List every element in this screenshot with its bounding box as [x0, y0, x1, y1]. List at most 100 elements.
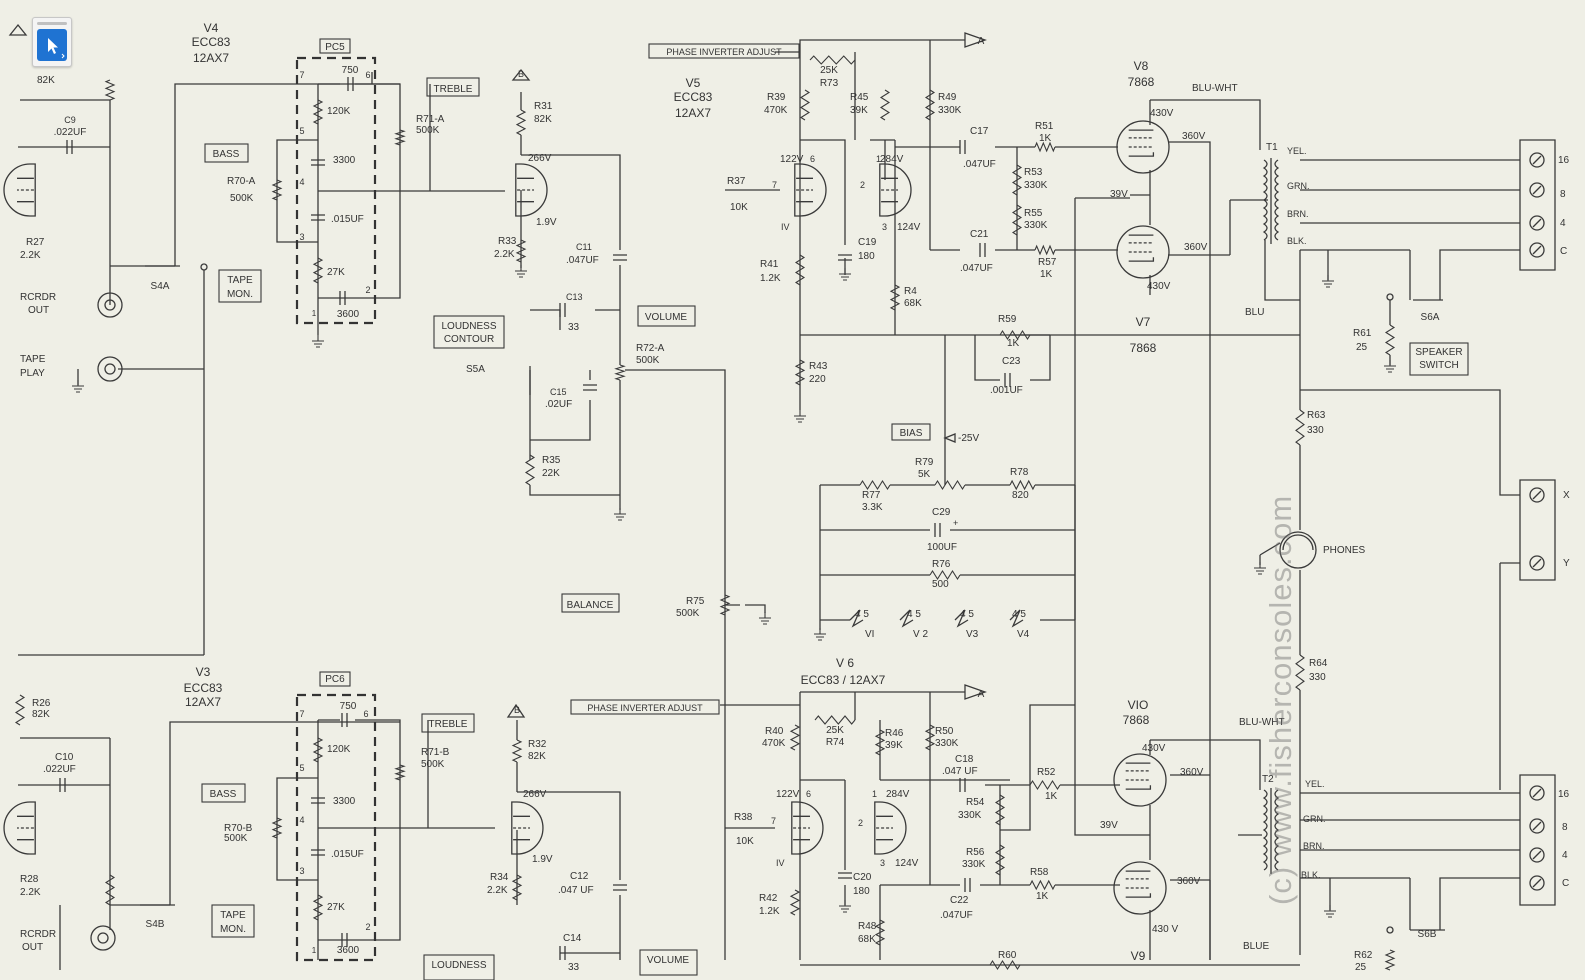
r78-resistor — [1009, 479, 1036, 491]
r27k-resistor — [312, 257, 324, 284]
label-bottom-r70_val: 500K — [224, 833, 248, 844]
label-top-v_430: 430V — [1147, 281, 1171, 292]
label-middle-r78_val: 820 — [1012, 490, 1029, 501]
label-bottom-bluwht: BLU-WHT — [1239, 717, 1285, 728]
r70b-resistor — [271, 817, 283, 839]
label-bottom-tapemon2: MON. — [220, 924, 246, 935]
label-bottom-v_266: 266V — [523, 789, 547, 800]
toolbar-grip[interactable] — [37, 22, 67, 25]
r71-resistor — [394, 129, 406, 146]
label-top-t1: T1 — [1266, 142, 1278, 153]
c17-capacitor — [959, 140, 966, 154]
r61-resistor — [1384, 324, 1396, 356]
speaker-terminal-9 — [1529, 875, 1545, 891]
r48-resistor — [874, 919, 886, 946]
label-top-pins-p6: 6 — [810, 154, 815, 164]
c750-capacitor — [347, 77, 354, 91]
ground-symbol-6 — [1322, 275, 1334, 288]
label-top-tape1: TAPE — [20, 354, 46, 365]
label-top-rcrdr2: OUT — [28, 305, 49, 316]
label-bottom-r40_val: 470K — [762, 738, 786, 749]
label-top-r27_val: 2.2K — [20, 250, 41, 261]
label-bottom-r52_val: 1K — [1045, 791, 1058, 802]
ground-symbol-7 — [1384, 360, 1396, 373]
c13-capacitor — [559, 303, 566, 317]
ground-symbol-2 — [515, 265, 527, 278]
label-middle-r75_val: 500K — [676, 608, 700, 619]
label-top-tap4: 4 — [1560, 218, 1566, 229]
label-bottom-tap16: 16 — [1558, 789, 1570, 800]
label-top-v_122: 122V — [780, 154, 804, 165]
label-bottom-brn: BRN. — [1303, 841, 1325, 851]
label-bottom-r46_val: 39K — [885, 740, 903, 751]
c10-capacitor — [59, 778, 66, 792]
label-bottom-c18: C18 — [955, 754, 974, 765]
v4-tube-left — [3, 163, 36, 217]
label-top-c9: C9 — [64, 115, 76, 125]
speaker-terminal-8 — [1529, 847, 1545, 863]
label-top-c_3300: 3300 — [333, 155, 356, 166]
label-top-pins-p6: 6 — [363, 709, 368, 719]
label-bottom-c22_val: .047UF — [940, 910, 973, 921]
label-bottom-s4b: S4B — [146, 919, 165, 930]
label-top-grn: GRN. — [1287, 181, 1310, 191]
label-middle-r64: R64 — [1309, 658, 1328, 669]
label-bottom-r48: R48 — [858, 921, 877, 932]
label-top-c17: C17 — [970, 126, 989, 137]
label-bottom-c_015: .015UF — [331, 849, 364, 860]
v6-tube-left — [791, 801, 824, 855]
label-top-tape2: PLAY — [20, 368, 45, 379]
label-middle-neg25: -25V — [958, 433, 979, 444]
label-top-pins-p2: 2 — [860, 180, 865, 190]
r79-resistor — [934, 479, 966, 491]
label-middle-r79: R79 — [915, 457, 934, 468]
label-top-loud2: CONTOUR — [444, 334, 494, 345]
label-middle-r76: R76 — [932, 559, 951, 570]
label-bottom-v3-type1: ECC83 — [184, 681, 223, 695]
select-pointer-button[interactable] — [32, 17, 72, 67]
label-top-r31_val: 82K — [534, 114, 552, 125]
label-bottom-r54: R54 — [966, 797, 985, 808]
label-top-pins-p4: 4 — [299, 177, 304, 187]
label-top-v_284: 284V — [880, 154, 904, 165]
label-bottom-r28_val: 2.2K — [20, 887, 41, 898]
label-bottom-c_3600: 3600 — [337, 945, 360, 956]
label-top-c9_val: .022UF — [54, 127, 87, 138]
label-top-v_430: 430V — [1150, 108, 1174, 119]
label-bottom-c10: C10 — [55, 752, 74, 763]
r75-resistor — [719, 594, 731, 616]
watermark-text: (c) www.fisherconsoles.com — [1263, 494, 1298, 905]
label-top-pins-p7: 7 — [299, 70, 304, 80]
r33-resistor — [515, 239, 527, 263]
label-top-tapc: C — [1560, 246, 1567, 257]
label-bottom-treble: TREBLE — [429, 719, 468, 730]
terminal-strip-3 — [1519, 774, 1556, 906]
label-bottom-r60: R60 — [998, 950, 1017, 961]
label-bottom-rcrdr1: RCRDR — [20, 929, 56, 940]
v3-tube-right — [511, 801, 544, 855]
v8-tube — [1116, 120, 1170, 174]
label-top-pins-p6: 6 — [365, 70, 370, 80]
label-bottom-c10_val: .022UF — [43, 764, 76, 775]
label-top-bass: BASS — [213, 149, 240, 160]
r31-resistor — [515, 109, 527, 136]
label-bottom-r50: R50 — [935, 726, 954, 737]
label-bottom-r52: R52 — [1037, 767, 1056, 778]
label-top-pins-p2: 2 — [858, 818, 863, 828]
label-top-r31: R31 — [534, 101, 553, 112]
r45-resistor — [879, 89, 891, 121]
label-bottom-volume: VOLUME — [647, 955, 690, 966]
r39-resistor — [799, 89, 811, 121]
pointer-icon[interactable] — [37, 29, 67, 61]
label-top-v5-type1: ECC83 — [674, 90, 713, 104]
label-top-pins-p3: 3 — [299, 232, 304, 242]
label-bottom-r71: R71-B — [421, 747, 450, 758]
label-bottom-yel: YEL. — [1305, 779, 1325, 789]
r46-resistor — [874, 729, 886, 756]
r70-resistor — [271, 179, 283, 201]
r74-resistor — [814, 715, 856, 725]
label-bottom-v_284: 284V — [886, 789, 910, 800]
label-bottom-bass: BASS — [210, 789, 237, 800]
r120k-b-resistor — [312, 737, 324, 763]
label-bottom-r_120k: 120K — [327, 744, 351, 755]
